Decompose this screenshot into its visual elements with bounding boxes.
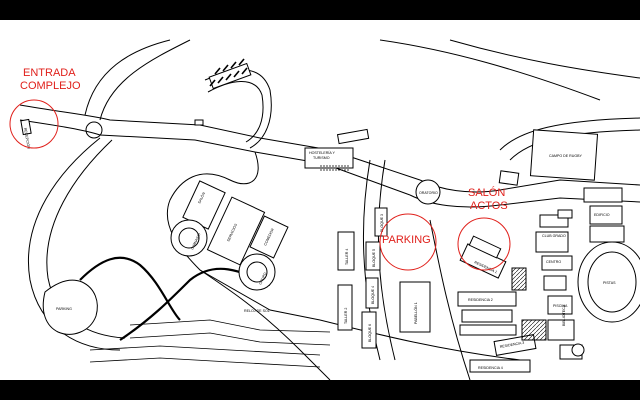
hall-label-line2: ACTOS xyxy=(470,200,508,212)
label-hosteleria-line1: HOSTELERÍA Y xyxy=(309,151,336,155)
entrance-label-line2: COMPLEJO xyxy=(20,80,81,92)
label-bloque3: BLOQUE 3 xyxy=(380,214,384,232)
label-club: CLUB GRADO xyxy=(542,234,566,238)
parking-label: PARKING xyxy=(382,234,431,246)
label-recepcion: RECEPCIÓN xyxy=(23,127,32,149)
label-piscina: PISCINA xyxy=(553,304,568,308)
label-salon: SALÓN xyxy=(196,191,206,205)
label-pistas: PISTAS xyxy=(603,281,616,285)
label-biblioteca: BIBLIOTECA xyxy=(562,304,566,326)
label-campo: CAMPO DE RUGBY xyxy=(549,154,583,158)
entrance-circle xyxy=(9,99,59,149)
label-residencia2: RESIDENCIA 2 xyxy=(468,298,493,302)
label-centro: CENTRO xyxy=(546,260,561,264)
label-parking: PARKING xyxy=(56,307,72,311)
label-residencia4: RESIDENCIA 4 xyxy=(478,366,503,370)
label-hosteleria-line2: TURISMO xyxy=(313,156,330,160)
hatching xyxy=(320,165,350,171)
label-comedor: COMEDOR xyxy=(263,227,275,246)
letterbox-top xyxy=(0,0,640,20)
red-annotations: ENTRADA COMPLEJO PARKING SALÓN ACTOS xyxy=(20,67,508,246)
label-oratorio: ORATORIO xyxy=(419,191,438,195)
hall-circle xyxy=(457,217,511,271)
campus-map: RECEPCIÓN PARKING HOSTELERÍA Y TURISMO O… xyxy=(0,20,640,380)
parking-rows xyxy=(89,319,331,368)
label-edificio: EDIFICIO xyxy=(594,213,610,217)
entrance-label-line1: ENTRADA xyxy=(23,67,76,79)
roads xyxy=(19,39,640,380)
buildings xyxy=(20,62,640,373)
label-gimnasio: GIMNASIO xyxy=(190,232,201,250)
label-bloque4: BLOQUE 4 xyxy=(371,286,375,304)
label-bloque5: BLOQUE 5 xyxy=(372,249,376,267)
label-taller2: TALLER 2 xyxy=(344,308,348,324)
red-circles xyxy=(9,99,511,271)
label-grupo: GRUPO xyxy=(258,272,267,286)
letterbox-bottom xyxy=(0,380,640,400)
parking-circle xyxy=(379,213,437,271)
label-taller4: TALLER 4 xyxy=(345,249,349,265)
label-residencia3: RESIDENCIA 3 xyxy=(499,341,524,349)
parking-stripes xyxy=(209,58,248,87)
campus-map-drawing: RECEPCIÓN PARKING HOSTELERÍA Y TURISMO O… xyxy=(9,39,640,380)
label-reloj: RELOJ DE SOL xyxy=(244,309,270,313)
hall-label-line1: SALÓN xyxy=(468,186,505,199)
label-pabellon: PABELLÓN 1 xyxy=(413,302,418,324)
label-bloque6: BLOQUE 6 xyxy=(368,324,372,342)
